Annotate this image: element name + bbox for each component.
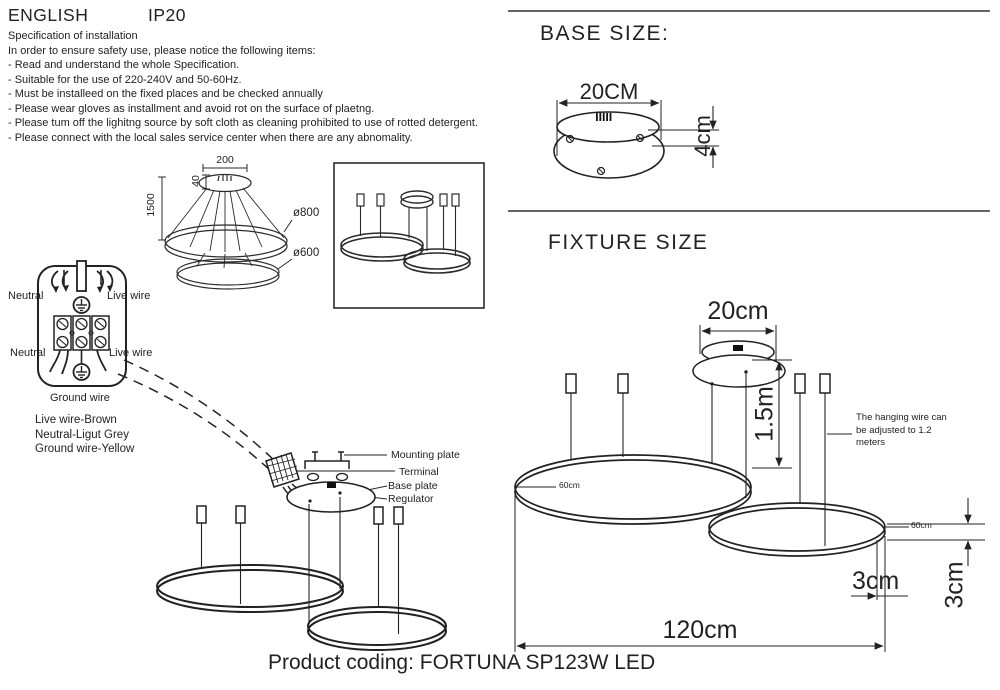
dim-canopy-height-mm: 40 [190,175,202,187]
fixture-size-drawing [514,325,985,652]
label-regulator: Regulator [388,493,434,505]
wiring-label-live-bottom: Live wire [109,347,153,359]
ring2-size-label: 60cm [911,520,932,530]
spec-intro: In order to ensure safety use, please no… [8,44,316,57]
fixture-size-title: FIXTURE SIZE [548,231,709,254]
spec-item: - Suitable for the use of 220-240V and 5… [8,73,242,86]
dim-fixture-canopy-width: 20cm [707,297,769,325]
wire-color-neutral: Neutral-Ligut Grey [35,428,129,441]
spec-item: - Please tum off the lighitng source by … [8,117,479,129]
dim-ring2-diameter: ø600 [293,247,320,259]
overview-chandelier-drawing [158,164,293,290]
dim-base-height: 4cm [690,115,715,157]
wiring-label-neutral-bottom: Neutral [10,347,46,359]
label-mounting-plate: Mounting plate [391,449,460,461]
terminal-block-drawing [37,260,127,387]
dim-canopy-width-mm: 200 [216,154,234,166]
base-size-title: BASE SIZE: [540,22,670,45]
language-heading: ENGLISH [8,5,89,25]
wire-color-ground: Ground wire-Yellow [35,443,135,455]
fixture-overview-drawing [156,497,447,651]
label-terminal: Terminal [399,466,439,478]
canopy-exploded-drawing [265,451,395,513]
ip-rating: IP20 [148,5,186,25]
dim-total-width: 120cm [662,616,738,644]
dim-fixture-drop: 1.5m [750,386,779,442]
spec-item: - Read and understand the whole Specific… [8,59,240,71]
fixture-thumbnail-box [333,162,485,309]
dim-tube-height: 3cm [940,561,969,609]
spec-item: - Please wear gloves as installment and … [8,102,375,115]
spec-item: - Please connect with the local sales se… [8,131,413,144]
spec-title: Specification of installation [8,30,138,42]
section-divider-lines [508,10,990,212]
supply-cable-dashed-lines [117,359,279,473]
dim-drop-length-mm: 1500 [145,193,157,217]
wiring-label-live-top: Live wire [107,290,151,302]
base-plate-drawing [553,99,719,179]
spec-item: - Must be installeed on the fixed places… [8,88,323,100]
dim-tube-width: 3cm [852,567,900,595]
dim-base-width: 20CM [579,79,639,104]
wiring-label-ground: Ground wire [50,392,110,404]
label-base-plate: Base plate [388,480,438,492]
product-coding: Product coding: FORTUNA SP123W LED [268,651,656,674]
wiring-label-neutral-top: Neutral [8,290,44,302]
ring1-size-label: 60cm [559,480,580,490]
hanging-wire-note: The hanging wire can be adjusted to 1.2 … [856,412,947,448]
dim-ring1-diameter: ø800 [293,207,320,219]
wire-color-live: Live wire-Brown [35,414,117,426]
